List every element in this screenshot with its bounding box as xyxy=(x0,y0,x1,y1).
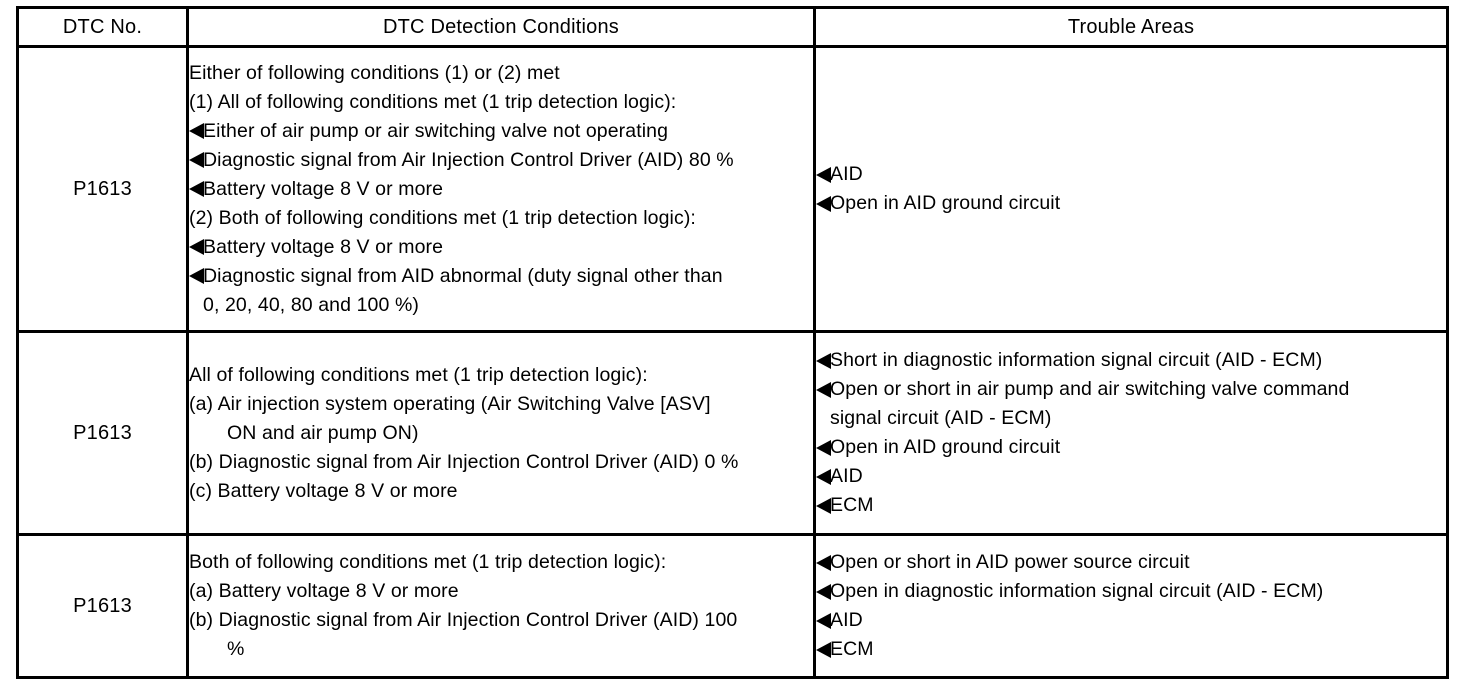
condition-line: All of following conditions met (1 trip … xyxy=(189,363,648,386)
condition-line: (a) Battery voltage 8 V or more xyxy=(189,580,459,602)
condition-line: (2) Both of following conditions met (1 … xyxy=(189,206,696,229)
left-triangle-bullet-icon xyxy=(816,439,831,456)
trouble-area-line-list: Short in diagnostic information signal c… xyxy=(816,346,1446,520)
trouble-area-line-text: Open in AID ground circuit xyxy=(830,436,1061,458)
trouble-area-line: Open in diagnostic information signal ci… xyxy=(816,577,1446,606)
trouble-areas-cell: AID Open in AID ground circuit xyxy=(813,45,1449,333)
trouble-area-line: ECM xyxy=(816,635,1446,664)
dtc-number-cell: P1613 xyxy=(16,533,189,679)
dtc-number-cell: P1613 xyxy=(16,45,189,333)
left-triangle-bullet-icon xyxy=(816,497,831,514)
condition-line-text: Diagnostic signal from Air Injection Con… xyxy=(203,148,734,171)
condition-line: Battery voltage 8 V or more xyxy=(189,175,813,204)
left-triangle-bullet-icon xyxy=(816,554,831,571)
left-triangle-bullet-icon xyxy=(816,352,831,369)
trouble-area-line: Open in AID ground circuit xyxy=(816,433,1446,462)
condition-line: (a) Air injection system operating (Air … xyxy=(189,392,711,415)
column-header-detection-conditions: DTC Detection Conditions xyxy=(186,6,816,48)
trouble-area-line-list: AID Open in AID ground circuit xyxy=(816,160,1446,218)
trouble-area-line-text: AID xyxy=(830,163,863,185)
table-body: P1613 Either of following conditions (1)… xyxy=(16,45,1449,679)
trouble-area-line: Open in AID ground circuit xyxy=(816,189,1446,218)
trouble-area-line-list: Open or short in AID power source circui… xyxy=(816,548,1446,664)
condition-line: (1) All of following conditions met (1 t… xyxy=(189,90,677,113)
condition-line-list: Either of following conditions (1) or (2… xyxy=(189,59,813,320)
condition-line-list: Both of following conditions met (1 trip… xyxy=(189,548,813,664)
left-triangle-bullet-icon xyxy=(816,468,831,485)
left-triangle-bullet-icon xyxy=(816,641,831,658)
left-triangle-bullet-icon xyxy=(816,195,831,212)
condition-line: 0, 20, 40, 80 and 100 %) xyxy=(203,293,419,316)
trouble-area-line: AID xyxy=(816,160,1446,189)
left-triangle-bullet-icon xyxy=(816,583,831,600)
condition-line: Either of following conditions (1) or (2… xyxy=(189,61,560,84)
trouble-area-line-text: Open or short in air pump and air switch… xyxy=(830,378,1350,400)
trouble-area-line: Open or short in air pump and air switch… xyxy=(816,375,1446,404)
left-triangle-bullet-icon xyxy=(189,123,204,139)
condition-line: Battery voltage 8 V or more xyxy=(189,233,813,262)
trouble-area-line: AID xyxy=(816,462,1446,491)
left-triangle-bullet-icon xyxy=(189,181,204,197)
trouble-area-line: Short in diagnostic information signal c… xyxy=(816,346,1446,375)
trouble-areas-cell: Open or short in AID power source circui… xyxy=(813,533,1449,679)
condition-line: % xyxy=(227,638,245,660)
left-triangle-bullet-icon xyxy=(189,152,204,168)
table-row: P1613 Either of following conditions (1)… xyxy=(16,45,1449,333)
column-header-trouble-areas: Trouble Areas xyxy=(813,6,1449,48)
trouble-area-line: ECM xyxy=(816,491,1446,520)
trouble-area-line-text: Open in diagnostic information signal ci… xyxy=(830,580,1324,602)
dtc-table: DTC No. DTC Detection Conditions Trouble… xyxy=(16,6,1449,679)
detection-conditions-cell: All of following conditions met (1 trip … xyxy=(186,330,816,536)
trouble-area-line: AID xyxy=(816,606,1446,635)
trouble-area-line-text: ECM xyxy=(830,638,874,660)
table-header-row: DTC No. DTC Detection Conditions Trouble… xyxy=(16,6,1449,48)
trouble-area-line: Open or short in AID power source circui… xyxy=(816,548,1446,577)
detection-conditions-cell: Both of following conditions met (1 trip… xyxy=(186,533,816,679)
condition-line: Both of following conditions met (1 trip… xyxy=(189,551,667,573)
left-triangle-bullet-icon xyxy=(816,166,831,183)
table-row: P1613 Both of following conditions met (… xyxy=(16,533,1449,679)
left-triangle-bullet-icon xyxy=(816,381,831,398)
trouble-area-line-text: AID xyxy=(830,465,863,487)
condition-line: (b) Diagnostic signal from Air Injection… xyxy=(189,450,739,473)
condition-line: Either of air pump or air switching valv… xyxy=(189,117,813,146)
condition-line: (c) Battery voltage 8 V or more xyxy=(189,479,458,502)
trouble-area-line-text: ECM xyxy=(830,494,874,516)
table-row: P1613 All of following conditions met (1… xyxy=(16,330,1449,536)
condition-line: Diagnostic signal from AID abnormal (dut… xyxy=(189,262,813,291)
trouble-area-line-text: AID xyxy=(830,609,863,631)
trouble-area-line-text: Open or short in AID power source circui… xyxy=(830,551,1190,573)
trouble-area-line: signal circuit (AID - ECM) xyxy=(830,407,1052,429)
column-header-dtc-no: DTC No. xyxy=(16,6,189,48)
trouble-area-line-text: Short in diagnostic information signal c… xyxy=(830,349,1323,371)
left-triangle-bullet-icon xyxy=(816,612,831,629)
condition-line: (b) Diagnostic signal from Air Injection… xyxy=(189,609,738,631)
condition-line: Diagnostic signal from Air Injection Con… xyxy=(189,146,813,175)
condition-line-text: Either of air pump or air switching valv… xyxy=(203,119,669,142)
condition-line-list: All of following conditions met (1 trip … xyxy=(189,361,813,506)
table-header: DTC No. DTC Detection Conditions Trouble… xyxy=(16,6,1449,48)
detection-conditions-cell: Either of following conditions (1) or (2… xyxy=(186,45,816,333)
left-triangle-bullet-icon xyxy=(189,239,204,255)
condition-line: ON and air pump ON) xyxy=(227,421,419,444)
condition-line-text: Battery voltage 8 V or more xyxy=(203,177,444,200)
condition-line-text: Diagnostic signal from AID abnormal (dut… xyxy=(203,264,723,287)
trouble-areas-cell: Short in diagnostic information signal c… xyxy=(813,330,1449,536)
dtc-number-cell: P1613 xyxy=(16,330,189,536)
condition-line-text: Battery voltage 8 V or more xyxy=(203,235,444,258)
trouble-area-line-text: Open in AID ground circuit xyxy=(830,192,1061,214)
left-triangle-bullet-icon xyxy=(189,268,204,284)
